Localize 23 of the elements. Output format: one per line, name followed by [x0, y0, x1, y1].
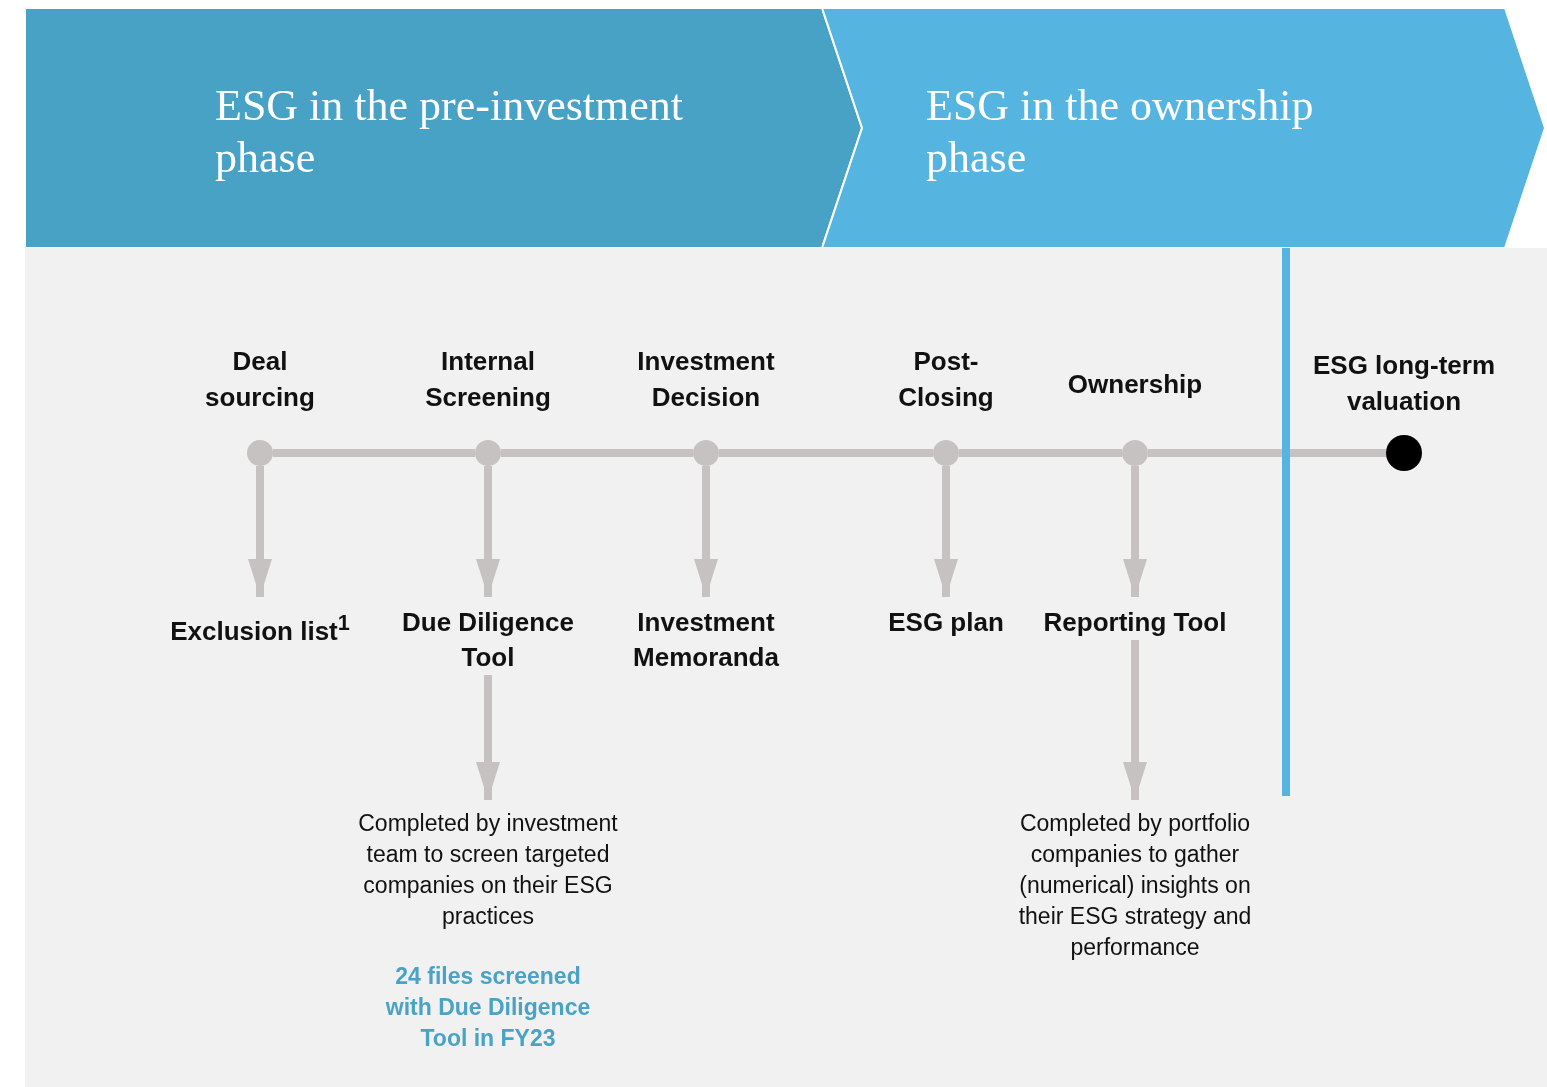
output-label: ESG plan [886, 605, 1006, 640]
stage-label: ESG long-term valuation [1312, 349, 1496, 418]
stage-label: Deal sourcing [204, 345, 316, 414]
stage-label: Investment Decision [636, 345, 776, 414]
phase-title: ESG in the pre-investment phase [215, 80, 684, 184]
output-label: Exclusion list$^{1}$ [160, 605, 360, 649]
phase-chevron [25, 8, 862, 248]
timeline-line [501, 449, 693, 457]
highlight-text: 24 files screened with Due Diligence Tool in FY23 [384, 962, 592, 1053]
output-label: Due Diligence Tool [378, 605, 598, 675]
timeline-line [959, 449, 1122, 457]
phase-chevron [822, 8, 1547, 248]
phase-title: ESG in the ownership phase [926, 80, 1315, 184]
description-text: Completed by portfolio companies to gather (numerical) insights on their ESG strategy and performance [1017, 809, 1253, 962]
output-label: Investment Memoranda [606, 605, 806, 675]
timeline-line [719, 449, 933, 457]
timeline-line [1148, 449, 1386, 457]
stage-label: Post-Closing [897, 345, 995, 414]
output-label: Reporting Tool [1035, 605, 1235, 640]
timeline-line [273, 449, 475, 457]
description-text: Completed by investment team to screen targeted companies on their ESG practices [357, 809, 619, 931]
stage-label: Ownership [1066, 368, 1204, 401]
stage-label: Internal Screening [424, 345, 552, 414]
